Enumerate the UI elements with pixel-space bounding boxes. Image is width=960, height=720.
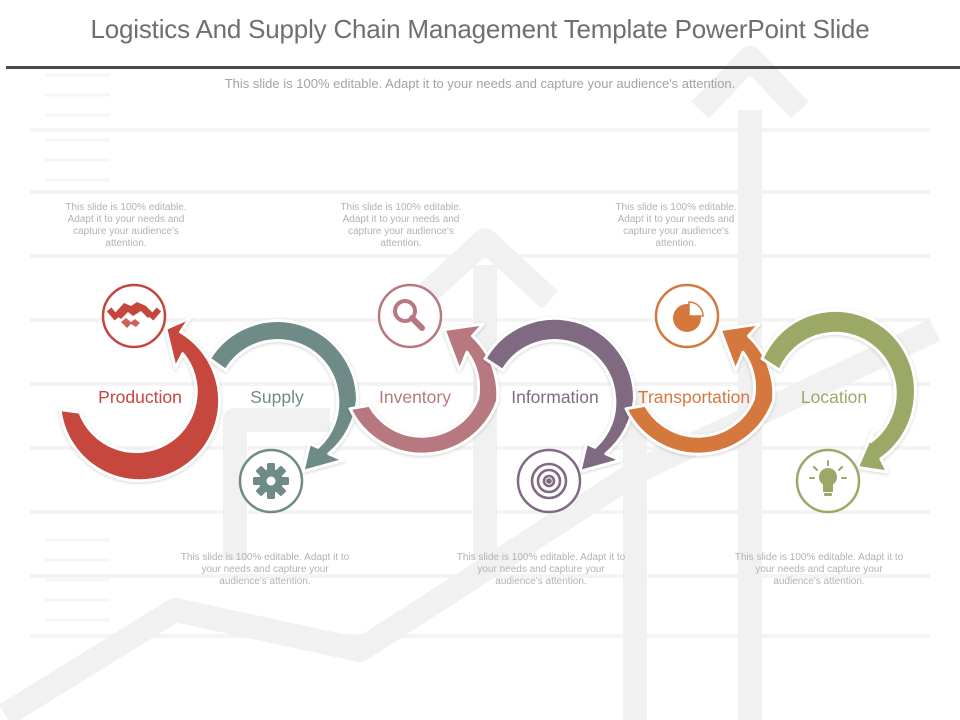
step-label-inventory: Inventory xyxy=(379,387,451,407)
note-bottom-location: This slide is 100% editable. Adapt it to… xyxy=(734,552,904,587)
step-label-production: Production xyxy=(98,387,182,407)
note-top-inventory: This slide is 100% editable. Adapt it to… xyxy=(340,202,462,249)
icon-badge-supply xyxy=(238,448,304,514)
slide-subtitle: This slide is 100% editable. Adapt it to… xyxy=(224,76,736,91)
note-top-transportation: This slide is 100% editable. Adapt it to… xyxy=(615,202,737,249)
handshake-icon xyxy=(106,302,162,328)
step-label-transportation: Transportation xyxy=(637,387,751,407)
pie-chart-icon xyxy=(673,301,704,332)
step-label-location: Location xyxy=(800,387,868,407)
arc-inventory xyxy=(348,322,500,456)
title-divider xyxy=(6,66,960,69)
magnifier-icon xyxy=(393,299,425,331)
arc-transportation xyxy=(624,322,776,456)
icon-badge-transportation xyxy=(654,283,720,349)
icon-badge-inventory xyxy=(377,283,443,349)
arc-location xyxy=(760,308,917,474)
arc-supply xyxy=(207,319,359,473)
slide-title: Logistics And Supply Chain Management Te… xyxy=(90,14,870,44)
arc-production xyxy=(58,316,222,483)
background-left-bars xyxy=(45,73,110,622)
gear-icon xyxy=(253,463,289,499)
icon-badge-production xyxy=(101,283,167,349)
arc-information xyxy=(483,316,637,473)
note-bottom-supply: This slide is 100% editable. Adapt it to… xyxy=(180,552,350,587)
step-label-information: Information xyxy=(511,387,599,407)
lightbulb-icon xyxy=(809,460,847,496)
step-label-supply: Supply xyxy=(250,387,304,407)
target-icon xyxy=(530,462,568,500)
note-bottom-information: This slide is 100% editable. Adapt it to… xyxy=(456,552,626,587)
icon-badge-location xyxy=(795,448,861,514)
note-top-production: This slide is 100% editable. Adapt it to… xyxy=(65,202,187,249)
icon-badge-information xyxy=(516,448,582,514)
